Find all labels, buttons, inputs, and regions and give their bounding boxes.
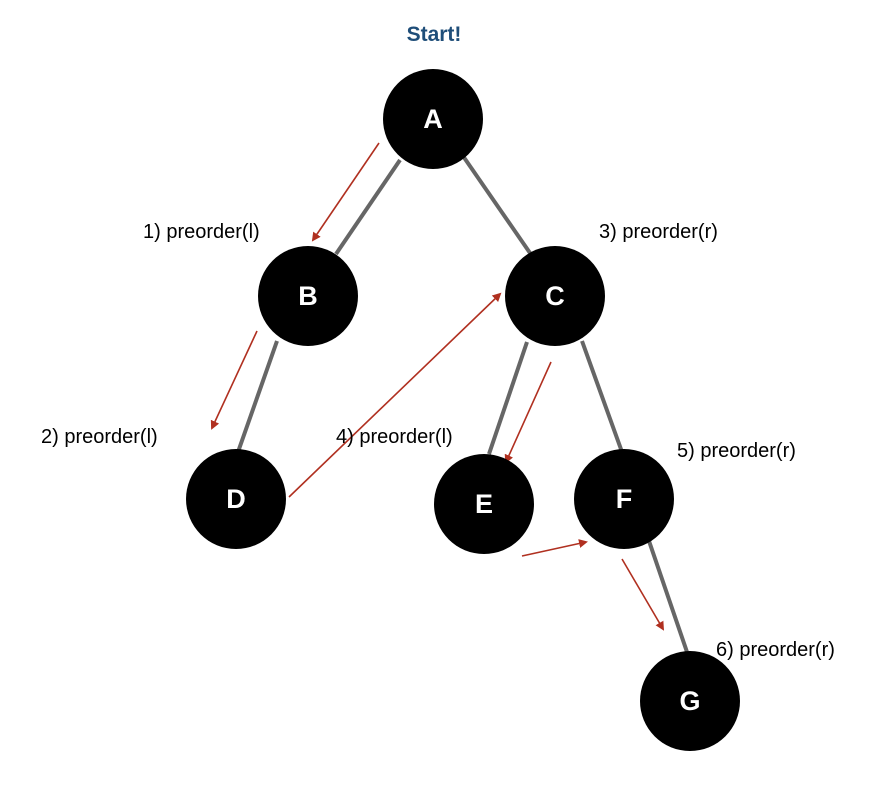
step-label-1: 1) preorder(l) xyxy=(143,221,260,243)
node-c-circle xyxy=(505,246,605,346)
node-a: A xyxy=(383,69,483,169)
step-label-3: 3) preorder(r) xyxy=(599,221,718,243)
edge-a-b xyxy=(334,158,402,256)
tree-edges xyxy=(236,154,689,653)
node-g-label: G xyxy=(679,686,700,716)
node-d-label: D xyxy=(226,484,246,514)
edge-c-e xyxy=(487,341,529,455)
node-g-circle xyxy=(640,651,740,751)
step-label-4: 4) preorder(l) xyxy=(336,426,453,448)
node-e: E xyxy=(434,454,534,554)
arrow-e-to-f xyxy=(521,539,588,557)
node-e-label: E xyxy=(475,489,493,519)
node-d: D xyxy=(186,449,286,549)
arrow-f-to-g xyxy=(621,558,665,631)
node-g: G xyxy=(640,651,740,751)
arrow-d-to-c xyxy=(288,292,502,498)
step-label-2: 2) preorder(l) xyxy=(41,426,158,448)
start-title: Start! xyxy=(407,23,462,46)
traversal-arrows xyxy=(210,142,665,631)
arrow-c-to-e xyxy=(504,361,552,464)
arrow-a-to-b xyxy=(311,142,380,242)
edge-b-d xyxy=(236,340,279,453)
node-f-label: F xyxy=(616,484,633,514)
node-c: C xyxy=(505,246,605,346)
node-b: B xyxy=(258,246,358,346)
node-b-circle xyxy=(258,246,358,346)
step-label-5: 5) preorder(r) xyxy=(677,440,796,462)
edge-c-f xyxy=(580,340,624,453)
node-a-label: A xyxy=(423,104,443,134)
edge-a-c xyxy=(461,154,532,255)
node-e-circle xyxy=(434,454,534,554)
node-d-circle xyxy=(186,449,286,549)
node-f: F xyxy=(574,449,674,549)
node-f-circle xyxy=(574,449,674,549)
node-b-label: B xyxy=(298,281,318,311)
node-a-circle xyxy=(383,69,483,169)
node-c-label: C xyxy=(545,281,565,311)
step-label-6: 6) preorder(r) xyxy=(716,639,835,661)
edge-f-g xyxy=(647,540,689,653)
arrow-b-to-d xyxy=(210,330,258,430)
